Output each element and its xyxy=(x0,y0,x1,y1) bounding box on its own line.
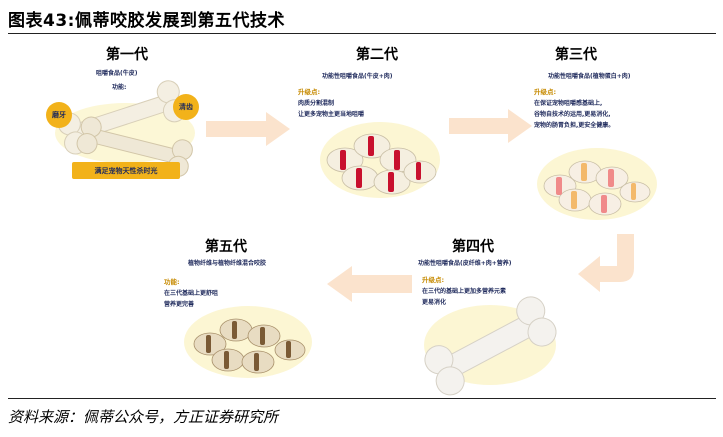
gen2-twist-image xyxy=(320,122,440,198)
gen2-product: 功能性咀嚼食品(牛皮+肉) xyxy=(322,73,393,80)
gen4-point-1: 在三代的基础上更加多营养元素 xyxy=(422,288,507,295)
gen4-bone-image xyxy=(424,296,557,396)
figure-title: 图表43:佩蒂咬胶发展到第五代技术 xyxy=(8,11,285,31)
gen2-point-2: 让更多宠物主更当地咀嚼 xyxy=(298,111,365,118)
gen4-product: 功能性咀嚼食品(皮纤维+肉+营养) xyxy=(418,260,512,267)
gen3-point-1: 在保证宠物咀嚼感基础上, xyxy=(534,100,603,107)
gen4-points: 在三代的基础上更加多营养元素 更易消化 xyxy=(422,286,506,308)
gen2-title: 第二代 xyxy=(356,47,398,63)
arrow-1-to-2 xyxy=(206,112,290,146)
gen1-title: 第一代 xyxy=(106,47,148,63)
gen4-upgrade-label: 升级点: xyxy=(422,276,445,284)
gen5-point-1: 在三代基础上更舒咀 xyxy=(164,290,219,297)
gen1-badge-clean: 清齿 xyxy=(173,94,199,120)
gen5-title: 第五代 xyxy=(205,239,247,255)
gen1-function-label: 功能: xyxy=(112,84,127,91)
gen5-function-label: 功能: xyxy=(164,278,180,286)
gen3-point-2: 谷物自技术的运用,更易消化, xyxy=(534,111,611,118)
gen1-banner: 满足宠物天性杀时光 xyxy=(72,162,180,179)
source-note: 资料来源：佩蒂公众号，方正证券研究所 xyxy=(8,408,279,426)
gen5-point-2: 营养更完善 xyxy=(164,301,195,308)
gen3-title: 第三代 xyxy=(555,47,597,63)
gen3-points: 在保证宠物咀嚼感基础上, 谷物自技术的运用,更易消化, 宠物的肠胃负担,更安全健… xyxy=(534,98,614,131)
arrow-4-to-5 xyxy=(327,266,412,302)
gen1-product: 咀嚼食品(牛皮) xyxy=(96,70,138,77)
gen4-point-2: 更易消化 xyxy=(422,299,447,306)
gen2-point-1: 肉质分割混制 xyxy=(298,100,335,107)
arrow-3-to-4 xyxy=(578,234,634,292)
gen5-twist-image xyxy=(184,306,312,378)
gen3-product: 功能性咀嚼食品(植物蛋白+肉) xyxy=(548,73,631,80)
bottom-divider xyxy=(8,398,716,399)
gen1-badge-teeth: 磨牙 xyxy=(46,102,72,128)
gen2-upgrade-label: 升级点: xyxy=(298,88,321,96)
gen3-twist-image xyxy=(537,148,657,220)
top-divider xyxy=(8,33,716,34)
gen1-bone-image xyxy=(55,80,195,177)
gen4-title: 第四代 xyxy=(452,239,494,255)
gen5-product: 植物纤维与植物纤维混合咬胶 xyxy=(188,260,267,267)
arrow-2-to-3 xyxy=(449,109,532,143)
gen3-point-3: 宠物的肠胃负担,更安全健康。 xyxy=(534,122,615,129)
gen2-points: 肉质分割混制 让更多宠物主更当地咀嚼 xyxy=(298,98,364,120)
gen3-upgrade-label: 升级点: xyxy=(534,88,557,96)
gen5-points: 在三代基础上更舒咀 营养更完善 xyxy=(164,288,218,310)
